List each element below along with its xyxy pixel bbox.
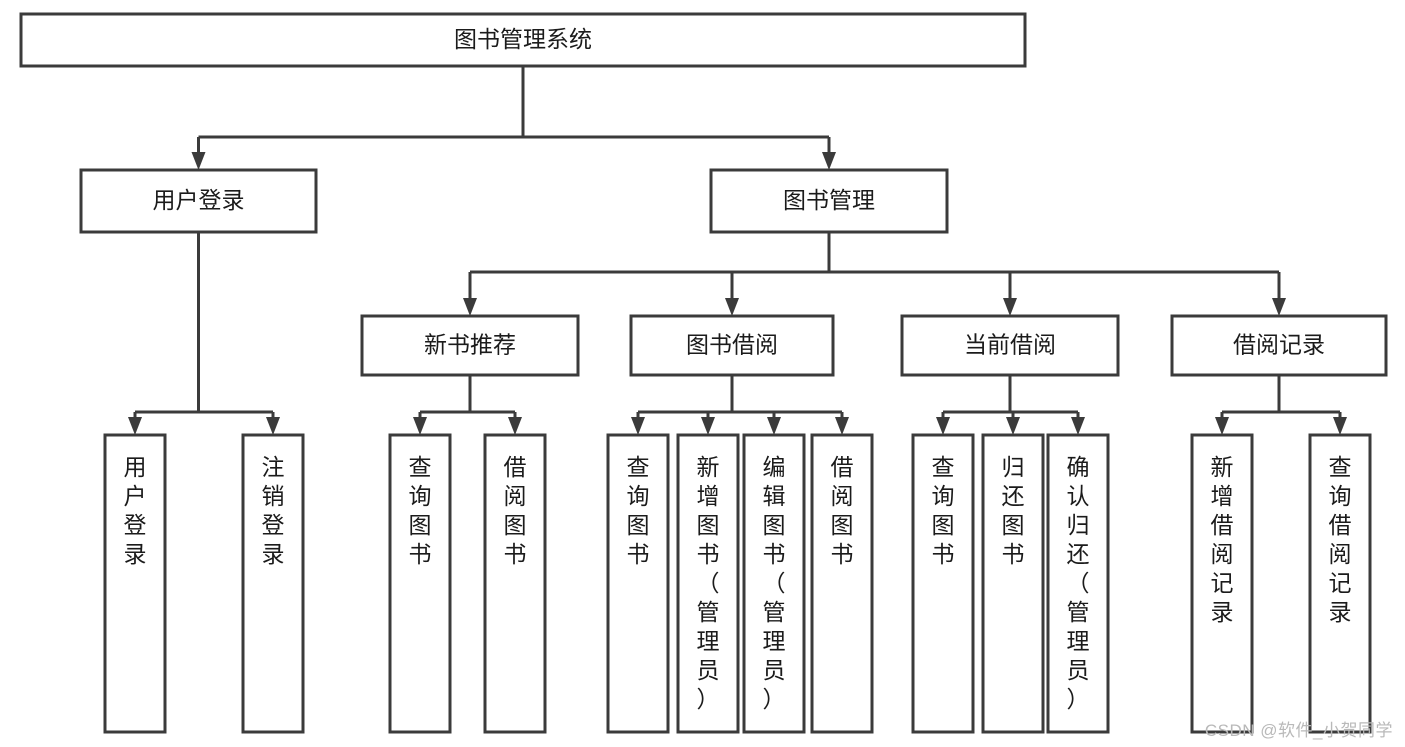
arrow-head-icon [508, 417, 522, 435]
node-label: 查询图书 [627, 454, 650, 567]
node-label: 借阅图书 [504, 454, 527, 567]
node-box[interactable] [241, 433, 305, 734]
arrow-head-icon [463, 298, 477, 316]
node-leaf-borrow-add[interactable]: 新增图书（管理员） [676, 433, 740, 734]
node-label: 图书管理 [783, 187, 875, 213]
node-box[interactable] [810, 433, 874, 734]
arrow-head-icon [725, 298, 739, 316]
arrow-head-icon [701, 417, 715, 435]
node-label: 用户登录 [153, 187, 245, 213]
connector-layer [128, 66, 1347, 435]
node-label: 注销登录 [262, 454, 285, 567]
node-box[interactable] [1170, 314, 1388, 377]
node-leaf-cur-return[interactable]: 归还图书 [981, 433, 1045, 734]
arrow-head-icon [1215, 417, 1229, 435]
node-box[interactable] [19, 12, 1027, 68]
node-box[interactable] [388, 433, 452, 734]
arrow-head-icon [835, 417, 849, 435]
arrow-head-icon [191, 152, 206, 170]
node-leaf-user-login[interactable]: 用户登录 [103, 433, 167, 734]
node-label: 用户登录 [124, 454, 147, 567]
node-box[interactable] [1308, 433, 1372, 734]
arrow-head-icon [631, 417, 645, 435]
arrow-head-icon [1006, 417, 1020, 435]
node-leaf-borrow-do[interactable]: 借阅图书 [810, 433, 874, 734]
node-label: 借阅记录 [1233, 332, 1325, 358]
node-leaf-rec-query2[interactable]: 查询借阅记录 [1308, 433, 1372, 734]
node-box[interactable] [629, 314, 835, 377]
arrow-head-icon [822, 152, 836, 170]
node-box[interactable] [709, 168, 949, 234]
node-box[interactable] [360, 314, 580, 377]
node-box[interactable] [742, 433, 806, 734]
node-l2-book-borrow[interactable]: 图书借阅 [629, 314, 835, 377]
node-box[interactable] [911, 433, 975, 734]
node-label: 当前借阅 [964, 332, 1056, 358]
arrow-head-icon [767, 417, 781, 435]
node-leaf-borrow-edit[interactable]: 编辑图书（管理员） [742, 433, 806, 734]
csdn-watermark: CSDN @软件_小贺同学 [1204, 721, 1393, 740]
node-label: 新增借阅记录 [1211, 454, 1234, 625]
arrow-head-icon [1003, 298, 1017, 316]
node-box[interactable] [1046, 433, 1110, 734]
node-l2-current-borrow[interactable]: 当前借阅 [900, 314, 1120, 377]
node-label: 借阅图书 [831, 454, 854, 567]
node-leaf-rec-add[interactable]: 新增借阅记录 [1190, 433, 1254, 734]
node-box[interactable] [606, 433, 670, 734]
arrow-head-icon [1071, 417, 1085, 435]
arrow-head-icon [1272, 298, 1286, 316]
node-box[interactable] [79, 168, 318, 234]
arrow-head-icon [266, 417, 280, 435]
node-label: 编辑图书（管理员） [763, 454, 786, 712]
node-label: 新书推荐 [424, 332, 516, 358]
arrow-head-icon [1333, 417, 1347, 435]
node-box[interactable] [103, 433, 167, 734]
node-l2-new-book-rec[interactable]: 新书推荐 [360, 314, 580, 377]
node-label: 查询图书 [409, 454, 432, 567]
node-l1-user-login[interactable]: 用户登录 [79, 168, 318, 234]
node-label: 图书借阅 [686, 332, 778, 358]
node-label: 确认归还（管理员） [1067, 454, 1090, 712]
node-layer: 图书管理系统用户登录图书管理新书推荐图书借阅当前借阅借阅记录用户登录注销登录查询… [19, 12, 1388, 734]
node-box[interactable] [981, 433, 1045, 734]
node-label: 图书管理系统 [454, 26, 592, 52]
node-label: 新增图书（管理员） [697, 454, 720, 712]
arrow-head-icon [128, 417, 142, 435]
node-leaf-user-logout[interactable]: 注销登录 [241, 433, 305, 734]
node-box[interactable] [483, 433, 547, 734]
node-leaf-cur-confirm[interactable]: 确认归还（管理员） [1046, 433, 1110, 734]
node-leaf-borrow-query[interactable]: 查询图书 [606, 433, 670, 734]
node-l2-borrow-record[interactable]: 借阅记录 [1170, 314, 1388, 377]
node-leaf-rec-borrow[interactable]: 借阅图书 [483, 433, 547, 734]
arrow-head-icon [936, 417, 950, 435]
node-leaf-rec-query[interactable]: 查询图书 [388, 433, 452, 734]
node-label: 查询图书 [932, 454, 955, 567]
node-label: 归还图书 [1002, 454, 1025, 567]
node-root[interactable]: 图书管理系统 [19, 12, 1027, 68]
node-leaf-cur-query[interactable]: 查询图书 [911, 433, 975, 734]
node-label: 查询借阅记录 [1329, 454, 1352, 625]
node-l1-book-manage[interactable]: 图书管理 [709, 168, 949, 234]
node-box[interactable] [676, 433, 740, 734]
node-box[interactable] [900, 314, 1120, 377]
node-box[interactable] [1190, 433, 1254, 734]
arrow-head-icon [413, 417, 427, 435]
